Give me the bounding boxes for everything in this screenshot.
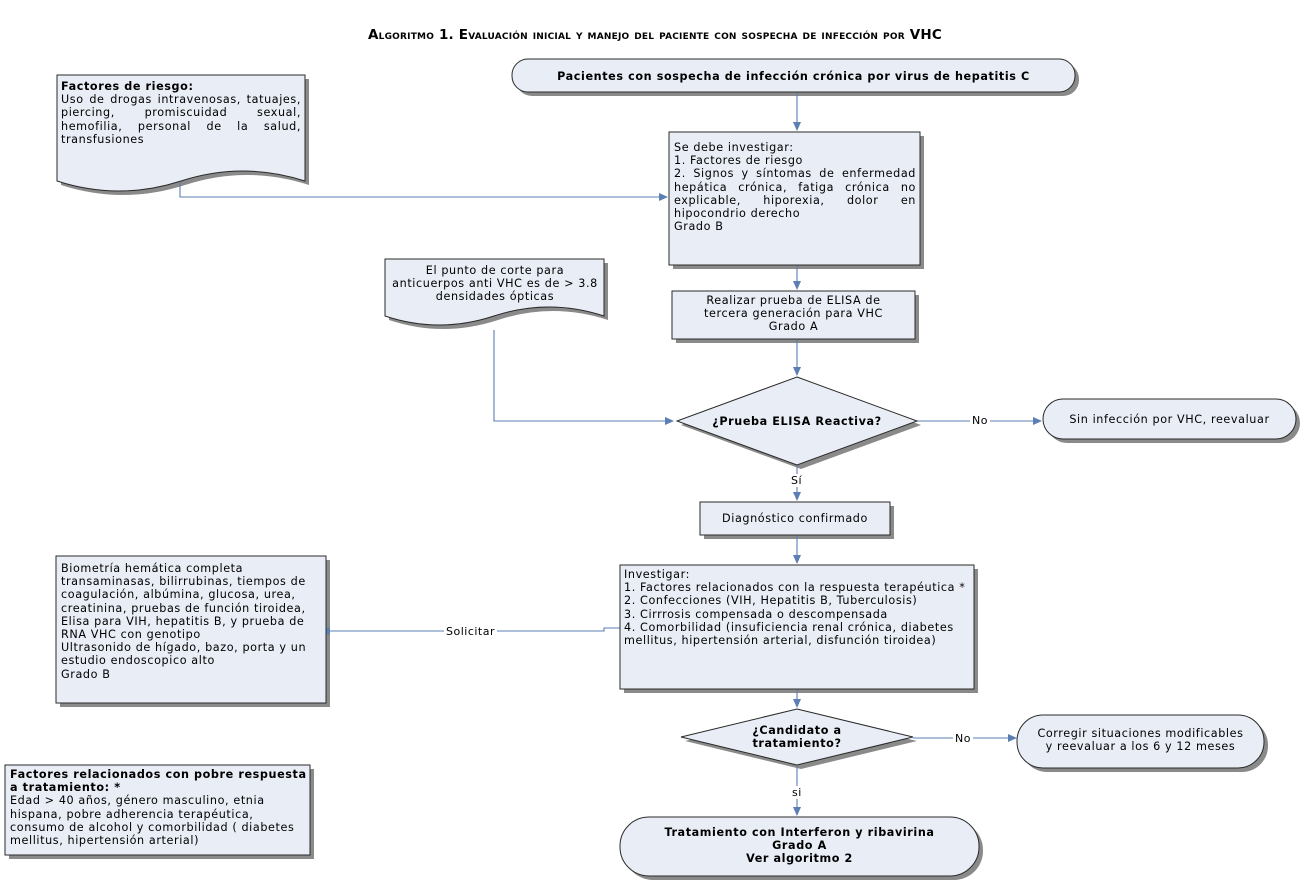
labs-line-3: Grado B xyxy=(61,667,111,681)
risk-factors-text: Factores de riesgo: Uso de drogas intrav… xyxy=(61,80,301,146)
edge-label-si-1: Sí xyxy=(789,474,805,487)
poor-response-text: Factores relacionados con pobre respuest… xyxy=(10,768,308,847)
confirmed-text: Diagnóstico confirmado xyxy=(722,512,868,525)
start-terminator xyxy=(511,58,1076,93)
cutoff-text: El punto de corte para anticuerpos anti … xyxy=(392,264,598,304)
confirmed-box xyxy=(699,501,891,536)
treatment-line-2: Ver algoritmo 2 xyxy=(746,852,853,866)
elisa-text: Realizar prueba de ELISA de tercera gene… xyxy=(672,294,915,334)
risk-factors-body: Uso de drogas intravenosas, tatuajes, pi… xyxy=(61,93,301,146)
edge-label-no-1: No xyxy=(970,414,990,427)
elisa-line-2: Grado A xyxy=(768,320,819,334)
poor-response-box xyxy=(4,764,311,856)
risk-factors-document xyxy=(56,74,306,192)
start-label: Pacientes con sospecha de infección crón… xyxy=(557,70,1030,83)
labs-line-0: Biometría hemática completa xyxy=(61,562,244,575)
labs-line-1: transaminasas, bilirrubinas, tiempos de … xyxy=(61,575,306,642)
investigate2-box xyxy=(619,564,975,690)
treatment-terminator xyxy=(619,816,980,877)
risk-factors-heading: Factores de riesgo: xyxy=(61,80,194,93)
investigate2-line-4: 4. Comorbilidad (insuficiencia renal cró… xyxy=(624,620,954,648)
no-infection-terminator xyxy=(1042,398,1297,440)
treatment-line-0: Tratamiento con Interferon y ribavirina xyxy=(664,826,935,839)
elisa-decision-diamond xyxy=(675,376,919,466)
edge-cutoff-decision xyxy=(493,330,674,425)
candidate-line-1: tratamiento? xyxy=(752,737,842,751)
investigate-line-0: Se debe investigar: xyxy=(674,141,794,154)
shapes xyxy=(4,58,1297,877)
correct-line-0: Corregir situaciones modificables xyxy=(1037,727,1244,740)
cutoff-document xyxy=(384,258,605,326)
treatment-text: Tratamiento con Interferon y ribavirina … xyxy=(620,826,979,866)
candidate-line-0: ¿Candidato a xyxy=(752,724,842,737)
investigate2-line-3: 3. Cirrrosis compensada o descompensada xyxy=(624,607,888,621)
candidate-decision-text: ¿Candidato a tratamiento? xyxy=(720,724,874,750)
elisa-box xyxy=(671,290,916,340)
candidate-decision-diamond xyxy=(680,708,914,766)
investigate2-line-0: Investigar: xyxy=(624,568,690,581)
no-infection-text: Sin infección por VHC, reevaluar xyxy=(1069,413,1270,426)
investigate2-line-2: 2. Confecciones (VIH, Hepatitis B, Tuber… xyxy=(624,594,918,608)
labs-box xyxy=(55,555,327,704)
investigate-line-2: 2. Signos y síntomas de enfermedad hepát… xyxy=(674,167,916,221)
investigate2-text: Investigar: 1. Factores relacionados con… xyxy=(624,568,970,647)
page-title: Algoritmo 1. Evaluación inicial y manejo… xyxy=(368,27,942,43)
investigate-text: Se debe investigar: 1. Factores de riesg… xyxy=(674,141,916,233)
investigate-box xyxy=(668,131,921,266)
edge-label-solicitar: Solicitar xyxy=(444,625,498,638)
treatment-line-1: Grado A xyxy=(772,839,827,853)
edge-label-no-2: No xyxy=(953,732,973,745)
correct-text: Corregir situaciones modificables y reev… xyxy=(1017,727,1264,753)
elisa-line-1: tercera generación para VHC xyxy=(704,307,883,321)
correct-terminator xyxy=(1016,714,1265,769)
investigate2-line-1: 1. Factores relacionados con la respuest… xyxy=(624,581,966,595)
labs-text: Biometría hemática completa transaminasa… xyxy=(61,562,323,681)
correct-line-1: y reevaluar a los 6 y 12 meses xyxy=(1045,740,1236,754)
poor-response-heading: Factores relacionados con pobre respuest… xyxy=(10,768,307,795)
elisa-decision-text: ¿Prueba ELISA Reactiva? xyxy=(712,415,882,428)
investigate-line-1: 1. Factores de riesgo xyxy=(674,154,804,168)
labs-line-2: Ultrasonido de hígado, bazo, porta y un … xyxy=(61,641,307,668)
poor-response-body: Edad > 40 años, género masculino, etnia … xyxy=(10,794,295,848)
edge-label-si-2: si xyxy=(790,786,804,799)
elisa-line-0: Realizar prueba de ELISA de xyxy=(706,294,881,307)
investigate-line-3: Grado B xyxy=(674,220,724,234)
